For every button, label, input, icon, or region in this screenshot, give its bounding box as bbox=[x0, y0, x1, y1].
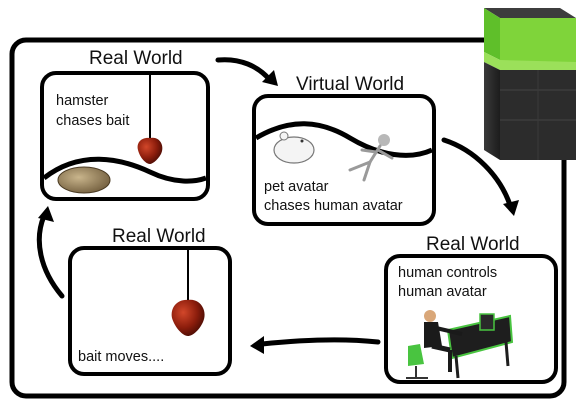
panel-real-world-bait bbox=[68, 246, 232, 376]
panel-text-pet-avatar-line1: pet avatar bbox=[264, 179, 329, 195]
cycle-arrow-icon bbox=[36, 57, 513, 347]
panel-text-human-line1: human controls bbox=[398, 265, 498, 281]
panel-text-hamster-line1: hamster bbox=[56, 93, 109, 109]
hamster-icon bbox=[57, 166, 111, 194]
panel-text-human-line2: human avatar bbox=[398, 284, 487, 300]
panel-text-pet-avatar-line2: chases human avatar bbox=[264, 198, 403, 214]
panel-title-virtual-world: Virtual World bbox=[296, 74, 405, 95]
bait-icon bbox=[137, 137, 163, 164]
panel-title-real-world-top: Real World bbox=[89, 48, 183, 69]
bait-icon-lower bbox=[171, 299, 205, 336]
human-at-computer-icon bbox=[406, 310, 514, 379]
panel-virtual-world bbox=[252, 94, 436, 226]
enclosure-icon bbox=[484, 8, 576, 160]
human-avatar-icon bbox=[348, 134, 394, 182]
panel-text-hamster-line2: chases bait bbox=[56, 113, 130, 129]
panel-real-world-human bbox=[384, 254, 558, 384]
outer-frame bbox=[9, 37, 567, 399]
panel-text-bait-moves: bait moves.... bbox=[78, 349, 165, 365]
cycle-arrowheads bbox=[38, 70, 519, 354]
panel-title-real-world-bottom: Real World bbox=[112, 226, 206, 247]
pet-avatar-icon bbox=[273, 131, 315, 164]
panel-title-real-world-right: Real World bbox=[426, 234, 520, 255]
